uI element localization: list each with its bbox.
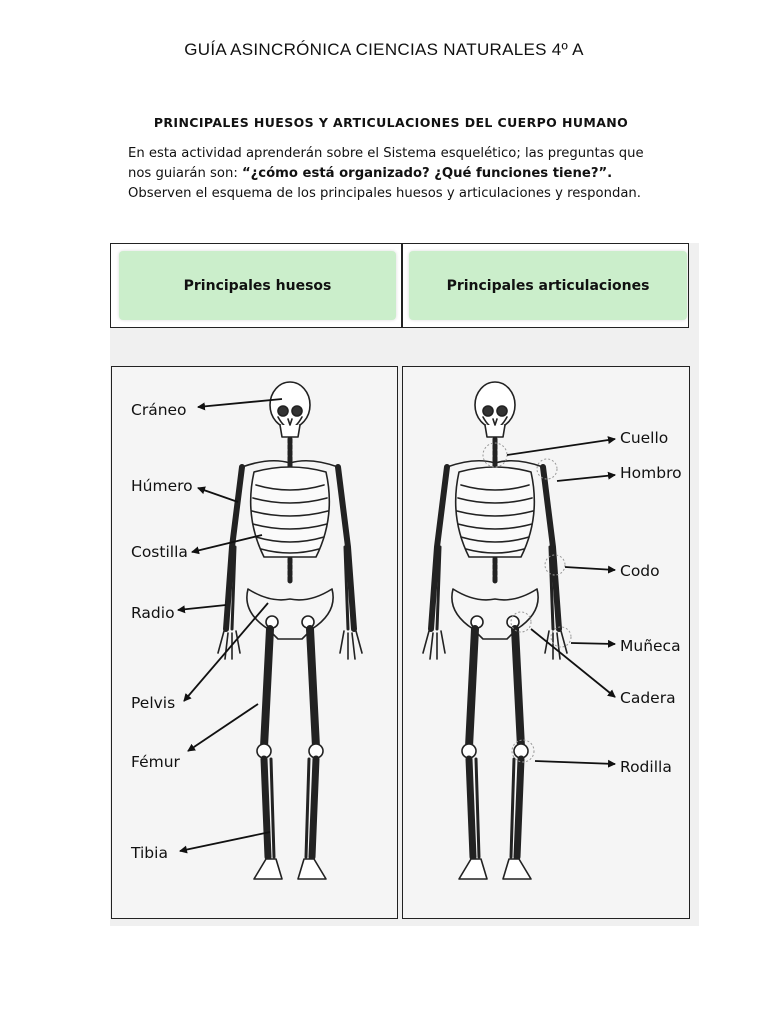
label-tibia: Tibia (130, 844, 168, 862)
arrow-cadera (530, 628, 616, 698)
joints-skeleton (423, 382, 567, 879)
intro-questions: “¿cómo está organizado? ¿Qué funciones t… (241, 166, 613, 181)
arrow-radio (177, 604, 227, 614)
joint-mark-codo (544, 554, 566, 576)
label-rodilla: Rodilla (620, 758, 672, 776)
label-humero: Húmero (131, 477, 193, 495)
label-femur: Fémur (131, 753, 181, 771)
header-bones: Principales huesos (119, 251, 396, 320)
label-pelvis: Pelvis (131, 694, 175, 712)
label-cuello: Cuello (620, 429, 668, 447)
label-codo: Codo (620, 562, 660, 580)
arrow-craneo (197, 398, 283, 411)
joint-mark-cadera (510, 611, 532, 633)
arrow-femur (187, 703, 259, 752)
label-muneca: Muñeca (620, 637, 681, 655)
arrow-rodilla (534, 759, 616, 768)
arrow-muneca (570, 639, 616, 648)
intro-text-1: En esta actividad aprenderán sobre el Si… (128, 146, 644, 181)
label-hombro: Hombro (620, 464, 682, 482)
figure-header-table: Principales huesos Principales articulac… (110, 243, 689, 328)
skeleton-figure: Principales huesos Principales articulac… (110, 243, 699, 926)
joints-panel: Cuello Hombro Codo Muñeca Cadera Rodilla (402, 366, 690, 919)
joint-mark-muneca (550, 626, 572, 648)
arrow-cuello (506, 436, 616, 456)
arrow-hombro (556, 471, 616, 482)
joint-mark-rodilla (511, 739, 535, 763)
bones-panel: Cráneo Húmero Costilla Radio Pelvis Fému… (111, 366, 398, 919)
header-divider (401, 244, 403, 327)
header-joints: Principales articulaciones (409, 251, 687, 320)
joint-mark-hombro (536, 458, 558, 480)
arrow-humero (197, 486, 239, 503)
intro-text-2: Observen el esquema de los principales h… (128, 186, 641, 201)
arrow-costilla (191, 534, 263, 555)
label-costilla: Costilla (131, 543, 188, 561)
bones-skeleton (218, 382, 362, 879)
label-cadera: Cadera (620, 689, 676, 707)
document-title: GUÍA ASINCRÓNICA CIENCIAS NATURALES 4º A (184, 40, 584, 59)
arrow-pelvis (183, 602, 269, 702)
label-radio: Radio (131, 604, 175, 622)
intro-paragraph: En esta actividad aprenderán sobre el Si… (128, 144, 668, 204)
label-craneo: Cráneo (131, 401, 187, 419)
arrow-tibia (179, 831, 271, 854)
arrow-codo (564, 565, 616, 574)
section-title: PRINCIPALES HUESOS Y ARTICULACIONES DEL … (153, 115, 629, 130)
